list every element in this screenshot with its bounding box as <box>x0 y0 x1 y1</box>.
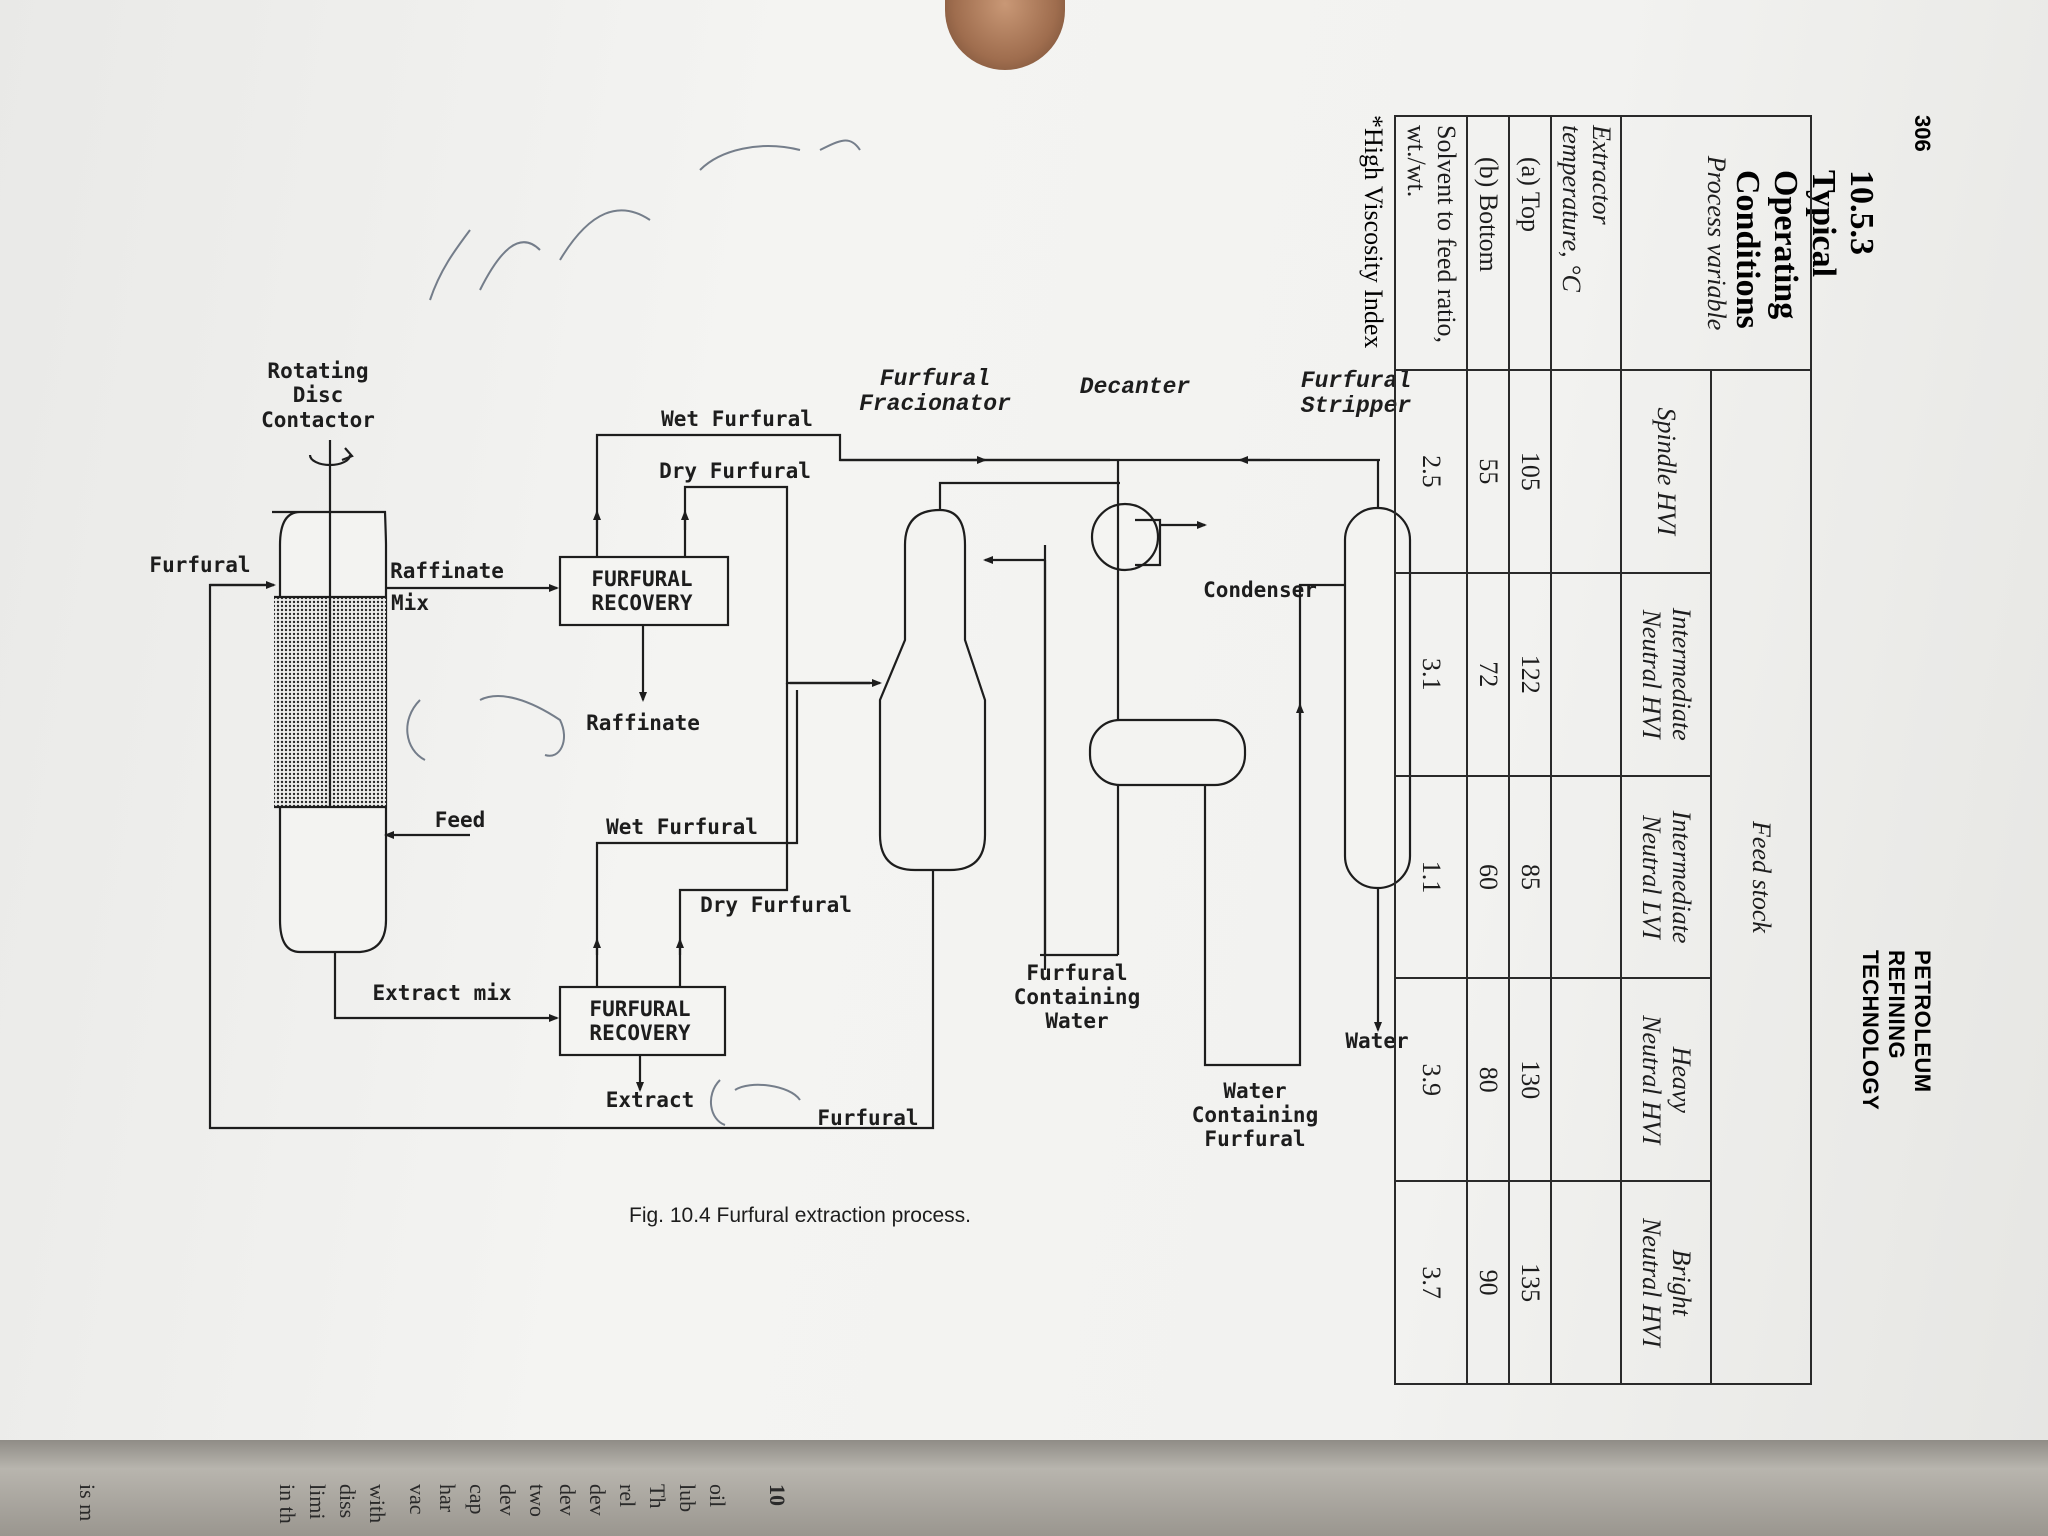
bleed-text: Th <box>645 1484 670 1509</box>
label-recovery-bot-2: RECOVERY <box>589 1021 691 1045</box>
label-stripper-2: Stripper <box>1301 393 1412 419</box>
label-decanter: Decanter <box>1080 374 1191 400</box>
label-condenser: Condenser <box>1203 578 1317 602</box>
label-recovery-top-1: FURFURAL <box>591 567 692 591</box>
bleed-area: is m in th limi diss with vac har cap de… <box>0 1462 2048 1536</box>
label-raffinate-out: Raffinate <box>586 711 700 735</box>
bleed-text: rel <box>615 1484 640 1508</box>
label-dry-furfural-top: Dry Furfural <box>659 459 811 483</box>
label-fcw-3: Water <box>1045 1009 1108 1033</box>
label-wet-furfural-top: Wet Furfural <box>661 407 813 431</box>
label-extract-mix: Extract mix <box>372 981 511 1005</box>
decanter-drum <box>1088 718 1247 787</box>
bleed-text: with <box>365 1484 390 1524</box>
bleed-text: cap <box>465 1484 490 1515</box>
label-raffinate: Raffinate <box>390 559 504 583</box>
label-fracionator-1: Furfural <box>880 366 990 392</box>
bleed-text: dev <box>585 1484 610 1516</box>
label-fcw-1: Furfural <box>1026 961 1127 985</box>
furfural-fracionator-vessel <box>878 508 987 872</box>
label-disc: Disc <box>293 383 344 407</box>
rotation-icon <box>308 454 352 467</box>
label-wcf-3: Furfural <box>1204 1127 1305 1151</box>
extract-mix-line <box>333 952 559 1022</box>
label-fcw-2: Containing <box>1014 985 1140 1009</box>
bleed-text: lub <box>675 1484 700 1513</box>
bleed-text: har <box>435 1484 460 1513</box>
label-wcf-1: Water <box>1223 1079 1286 1103</box>
bleed-text: two <box>525 1484 550 1517</box>
bleed-text: in th <box>275 1484 300 1524</box>
bleed-text: 10 <box>765 1484 790 1506</box>
label-wcf-2: Containing <box>1192 1103 1318 1127</box>
label-furfural-in: Furfural <box>149 553 250 577</box>
fracionator-overhead-line <box>938 481 1120 510</box>
furfural-extraction-figure: Rotating Disc Contactor Furfural Raffina… <box>149 359 1412 1227</box>
bleed-text: is m <box>75 1484 100 1522</box>
label-fracionator-2: Fracionator <box>859 391 1011 417</box>
label-wet-furfural-bot: Wet Furfural <box>606 815 758 839</box>
label-feed: Feed <box>435 808 486 832</box>
label-recovery-bot-1: FURFURAL <box>589 997 690 1021</box>
bleed-text: diss <box>335 1484 360 1519</box>
label-furfural-return: Furfural <box>817 1106 918 1130</box>
wcf-line <box>1203 583 1355 1067</box>
next-page-edge <box>0 1440 2048 1536</box>
figure-caption: Fig. 10.4 Furfural extraction process. <box>629 1204 971 1227</box>
bleed-text: oil <box>705 1484 730 1508</box>
label-recovery-top-2: RECOVERY <box>591 591 693 615</box>
label-mix: Mix <box>391 591 429 615</box>
bleed-text: limi <box>305 1484 330 1520</box>
label-water-out: Water <box>1345 1029 1408 1053</box>
pencil-annotations <box>406 139 861 1126</box>
label-extract-out: Extract <box>606 1088 695 1112</box>
wet-furfural-bottom-line <box>595 690 799 987</box>
label-rotating: Rotating <box>267 359 368 383</box>
bleed-text: dev <box>555 1484 580 1516</box>
label-dry-furfural-bot: Dry Furfural <box>700 893 852 917</box>
label-contactor: Contactor <box>261 408 375 432</box>
label-stripper-1: Furfural <box>1301 368 1411 394</box>
bleed-text: vac <box>405 1484 430 1515</box>
furfural-recovery-bottom-box <box>558 985 727 1057</box>
bleed-text: dev <box>495 1484 520 1516</box>
